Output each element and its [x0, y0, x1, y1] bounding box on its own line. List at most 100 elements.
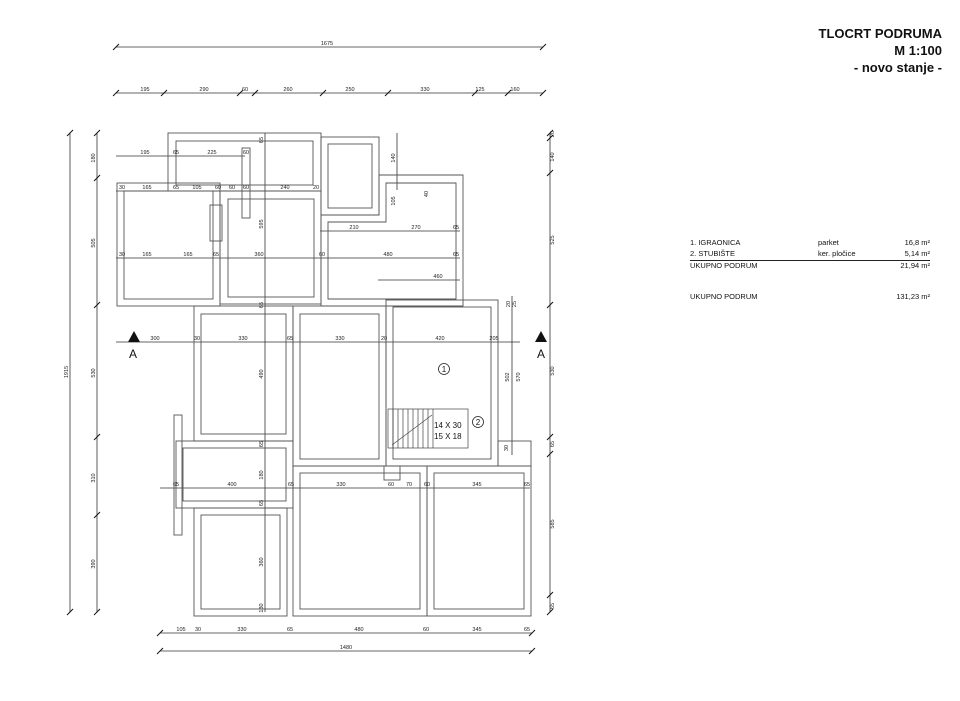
dim-top-overall: 1675 [321, 41, 333, 47]
stair-spec-1: 14 X 30 [434, 421, 462, 430]
dim-v-16: 20 [506, 301, 512, 307]
dim-r4-1: 30 [119, 252, 125, 258]
section-arrow-right [535, 331, 547, 342]
dim-r4-4: 65 [213, 252, 219, 258]
dim-v-10: 65 [259, 441, 265, 447]
legend-total-1-area: 21,94 m² [900, 261, 930, 270]
dim-bot-2: 30 [195, 627, 201, 633]
dim-right-1: 20 [550, 131, 556, 137]
dim-ra-5: 330 [335, 336, 344, 342]
title-line-3: - novo stanje - [853, 60, 942, 75]
dim-ra-6: 20 [381, 336, 387, 342]
dim-v-13: 360 [259, 557, 265, 566]
dim-r6-9: 65 [524, 482, 530, 488]
legend-total-2-label: UKUPNO PODRUM [690, 292, 758, 301]
dim-top-3: 60 [242, 87, 248, 93]
dim-r3-1: 210 [349, 225, 358, 231]
dim-r2-9: 20 [313, 185, 319, 191]
dim-right-7: 65 [550, 603, 556, 609]
dim-r1-1: 195 [140, 150, 149, 156]
legend-room-1-label: 1. IGRAONICA [690, 238, 741, 247]
legend-room-2-finish: ker. pločice [818, 249, 856, 258]
room-tag-circle-2 [472, 416, 484, 428]
room-tag-1: 1 [442, 365, 447, 374]
dim-v-8: 65 [259, 302, 265, 308]
dim-left-4: 310 [91, 473, 97, 482]
legend-total-1: UKUPNO PODRUM 21,94 m² [690, 261, 930, 272]
dim-r4-3: 165 [183, 252, 192, 258]
dim-r6-3: 65 [288, 482, 294, 488]
dim-r1-2: 65 [173, 150, 179, 156]
dim-r6-8: 345 [472, 482, 481, 488]
dim-top-4: 260 [283, 87, 292, 93]
dim-bot-3: 330 [237, 627, 246, 633]
dim-left-overall: 1915 [64, 366, 70, 378]
legend-room-2-area: 5,14 m² [904, 249, 930, 258]
dim-v-17: 25 [512, 301, 518, 307]
dim-left-5: 390 [91, 559, 97, 568]
dim-right-3: 525 [550, 235, 556, 244]
dim-r6-1: 65 [173, 482, 179, 488]
dim-v-14: 130 [259, 603, 265, 612]
dim-v-5: 40 [424, 191, 430, 197]
dim-r6-5: 60 [388, 482, 394, 488]
dim-ra-3: 330 [238, 336, 247, 342]
dim-r2-1: 30 [119, 185, 125, 191]
legend-row-1: 1. IGRAONICA parket 16,8 m² [690, 238, 930, 249]
dim-v-19: 570 [516, 372, 522, 381]
dim-ra-2: 30 [194, 336, 200, 342]
dim-v-20: 30 [504, 445, 510, 451]
stair-spec-2: 15 X 18 [434, 432, 462, 441]
legend-room-2-label: 2. STUBIŠTE [690, 249, 736, 258]
dim-top-7: 125 [475, 87, 484, 93]
dim-v-11: 180 [259, 470, 265, 479]
dim-r6-4: 330 [336, 482, 345, 488]
dim-left-2: 505 [91, 238, 97, 247]
dim-r5-1: 460 [433, 274, 442, 280]
room-tag-circle-1 [438, 363, 450, 375]
legend-total-2-area: 131,23 m² [896, 292, 930, 301]
dim-r2-4: 105 [192, 185, 201, 191]
dim-top-1: 195 [140, 87, 149, 93]
legend-total-2: UKUPNO PODRUM 131,23 m² [690, 292, 930, 303]
dim-r2-8: 240 [280, 185, 289, 191]
title-line-1: TLOCRT PODRUMA [818, 26, 943, 41]
dim-r2-3: 65 [173, 185, 179, 191]
dim-ra-1: 300 [150, 336, 159, 342]
legend-row-2: 2. STUBIŠTE ker. pločice 5,14 m² [690, 249, 930, 261]
dim-ra-8: 205 [489, 336, 498, 342]
dim-v-9: 490 [259, 369, 265, 378]
dim-right-5: 65 [550, 441, 556, 447]
section-arrow-left [128, 331, 140, 342]
room-legend: 1. IGRAONICA parket 16,8 m² 2. STUBIŠTE … [690, 238, 930, 272]
dim-right-2: 140 [550, 152, 556, 161]
dim-top-8: 160 [510, 87, 519, 93]
section-label-left: A [129, 347, 137, 361]
total-legend: UKUPNO PODRUM 131,23 m² [690, 292, 930, 303]
dim-right-6: 585 [550, 519, 556, 528]
dim-r4-5: 360 [254, 252, 263, 258]
dim-bot-4: 65 [287, 627, 293, 633]
dim-top-2: 290 [199, 87, 208, 93]
legend-room-1-finish: parket [818, 238, 839, 247]
dim-r4-6: 60 [319, 252, 325, 258]
dim-bot-5: 480 [354, 627, 363, 633]
dim-r4-2: 165 [142, 252, 151, 258]
dim-r2-5: 60 [215, 185, 221, 191]
dim-r6-2: 400 [227, 482, 236, 488]
dim-v-3: 140 [391, 153, 397, 162]
dim-bot-6: 60 [423, 627, 429, 633]
title-line-2: M 1:100 [894, 43, 942, 58]
dim-top-5: 250 [345, 87, 354, 93]
dim-ra-7: 420 [435, 336, 444, 342]
dim-ra-4: 65 [287, 336, 293, 342]
dim-r2-7: 60 [243, 185, 249, 191]
dim-r6-6: 70 [406, 482, 412, 488]
dim-bot-8: 65 [524, 627, 530, 633]
dim-r2-2: 165 [142, 185, 151, 191]
dim-r2-6: 60 [229, 185, 235, 191]
dim-v-1: 65 [259, 137, 265, 143]
legend-total-1-label: UKUPNO PODRUM [690, 261, 758, 270]
section-label-right: A [537, 347, 545, 361]
